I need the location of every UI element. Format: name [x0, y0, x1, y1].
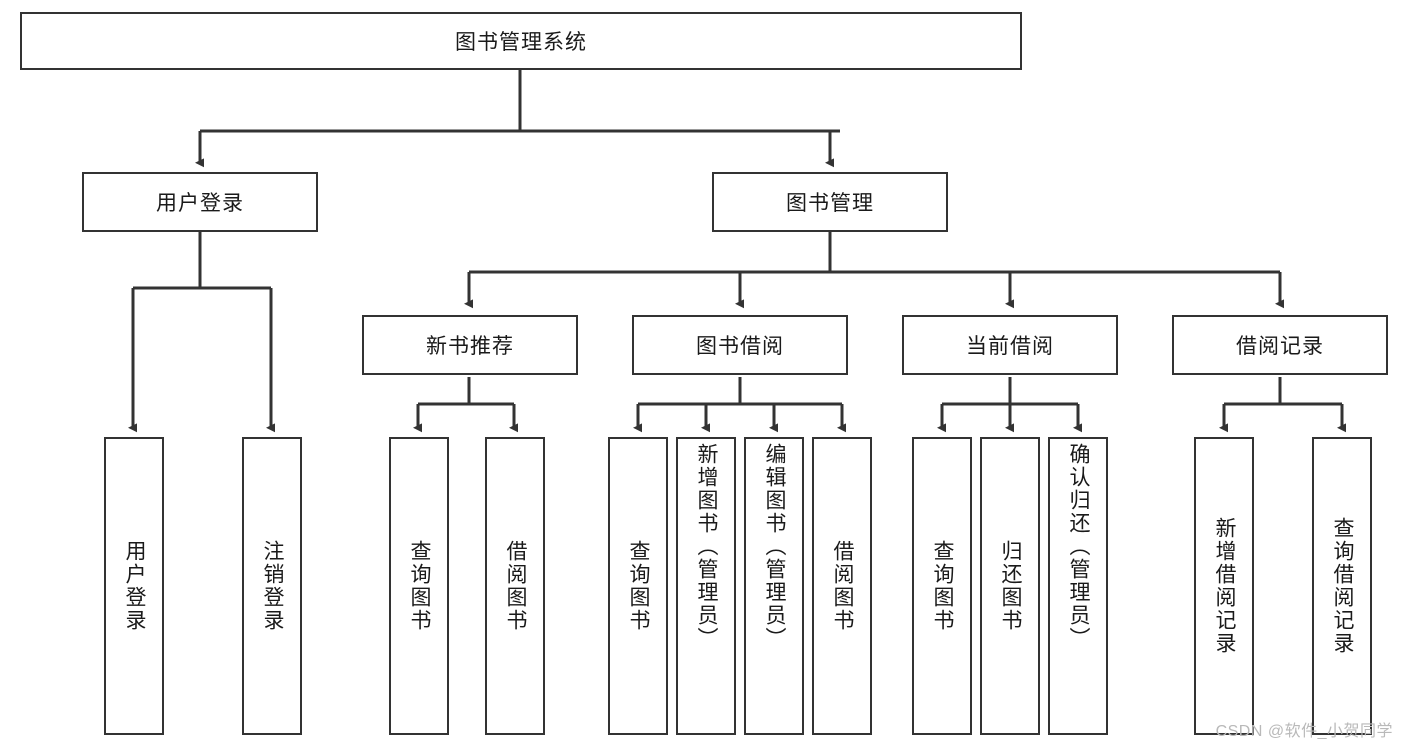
leaf-label: 借阅图书	[831, 540, 855, 632]
leaf-label: 确认归还（管理员）	[1067, 443, 1091, 650]
node-current-borrow-label: 当前借阅	[966, 335, 1054, 358]
leaf-label: 新增图书（管理员）	[695, 443, 719, 650]
leaf-label: 查询图书	[408, 540, 432, 632]
leaf-label: 新增借阅记录	[1213, 517, 1237, 655]
node-book-management-label: 图书管理	[786, 192, 874, 215]
node-borrow-record-label: 借阅记录	[1236, 335, 1324, 358]
leaf-current-borrow-return-book[interactable]: 归还图书	[980, 437, 1040, 735]
node-book-management[interactable]: 图书管理	[712, 172, 948, 232]
leaf-label: 注销登录	[261, 540, 285, 632]
leaf-label: 查询图书	[931, 540, 955, 632]
leaf-borrow-record-query-record[interactable]: 查询借阅记录	[1312, 437, 1372, 735]
node-book-borrow-label: 图书借阅	[696, 335, 784, 358]
leaf-user-login-login[interactable]: 用户登录	[104, 437, 164, 735]
node-new-book-recommend[interactable]: 新书推荐	[362, 315, 578, 375]
node-root-label: 图书管理系统	[455, 31, 587, 54]
node-book-borrow[interactable]: 图书借阅	[632, 315, 848, 375]
leaf-label: 查询借阅记录	[1331, 517, 1355, 655]
leaf-user-login-logout[interactable]: 注销登录	[242, 437, 302, 735]
node-current-borrow[interactable]: 当前借阅	[902, 315, 1118, 375]
leaf-borrow-record-add-record[interactable]: 新增借阅记录	[1194, 437, 1254, 735]
leaf-current-borrow-confirm-return-admin[interactable]: 确认归还（管理员）	[1048, 437, 1108, 735]
leaf-label: 编辑图书（管理员）	[763, 443, 787, 650]
leaf-book-borrow-borrow-book[interactable]: 借阅图书	[812, 437, 872, 735]
node-user-login[interactable]: 用户登录	[82, 172, 318, 232]
leaf-label: 归还图书	[999, 540, 1023, 632]
leaf-label: 用户登录	[123, 540, 147, 632]
leaf-new-book-query-book[interactable]: 查询图书	[389, 437, 449, 735]
node-root[interactable]: 图书管理系统	[20, 12, 1022, 70]
watermark: CSDN @软件_小贺同学	[1215, 723, 1393, 740]
node-borrow-record[interactable]: 借阅记录	[1172, 315, 1388, 375]
leaf-book-borrow-add-book-admin[interactable]: 新增图书（管理员）	[676, 437, 736, 735]
leaf-label: 查询图书	[627, 540, 651, 632]
node-new-book-recommend-label: 新书推荐	[426, 335, 514, 358]
leaf-label: 借阅图书	[504, 540, 528, 632]
leaf-new-book-borrow-book[interactable]: 借阅图书	[485, 437, 545, 735]
node-user-login-label: 用户登录	[156, 192, 244, 215]
leaf-book-borrow-query-book[interactable]: 查询图书	[608, 437, 668, 735]
leaf-current-borrow-query-book[interactable]: 查询图书	[912, 437, 972, 735]
leaf-book-borrow-edit-book-admin[interactable]: 编辑图书（管理员）	[744, 437, 804, 735]
